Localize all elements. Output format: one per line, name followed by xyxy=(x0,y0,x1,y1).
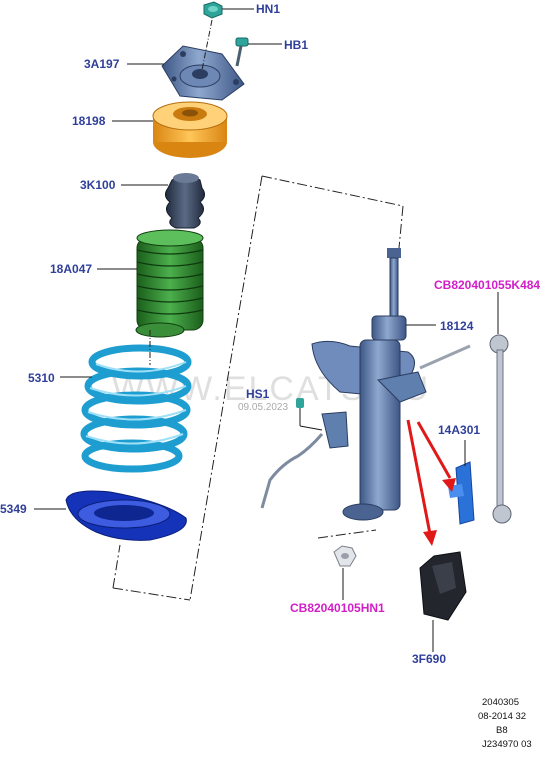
callout-18198: 18198 xyxy=(72,114,106,128)
top-mount-3a197-icon xyxy=(161,45,245,101)
dust-boot-18a047-icon xyxy=(135,229,204,338)
bracket-14a301-icon xyxy=(448,461,475,525)
callout-3f690: 3F690 xyxy=(412,652,446,666)
sensor-bracket-3f690-icon xyxy=(419,551,467,621)
strut-18124-icon xyxy=(311,248,427,521)
callout-5310: 5310 xyxy=(28,371,55,385)
assembly-outline xyxy=(112,175,404,601)
watermark-date: 09.05.2023 xyxy=(238,402,288,413)
callout-18a047: 18A047 xyxy=(50,262,92,276)
footer-line-4: J234970 03 xyxy=(482,739,532,750)
callout-hn1: HN1 xyxy=(256,2,280,16)
footer-line-2: 08-2014 32 xyxy=(478,711,526,722)
callout-hs1: HS1 xyxy=(246,387,270,401)
bump-stop-3k100-icon xyxy=(164,173,206,229)
callout-3k100: 3K100 xyxy=(80,178,116,192)
screw-hs1-icon xyxy=(296,398,304,408)
arrow-to-bracket-icon xyxy=(416,421,456,492)
callout-cb820401055k484: CB820401055K484 xyxy=(434,278,540,292)
bolt-hb1-icon xyxy=(235,37,249,67)
footer-line-1: 2040305 xyxy=(482,697,519,708)
nut-hn1-icon xyxy=(203,1,223,19)
callout-14a301: 14A301 xyxy=(438,423,480,437)
spring-seat-18198-icon xyxy=(152,101,228,158)
nut-cb82040105hn1-icon xyxy=(333,545,357,567)
callout-3a197: 3A197 xyxy=(84,57,120,71)
callout-5349: 5349 xyxy=(0,502,27,516)
callout-hb1: HB1 xyxy=(284,38,308,52)
callout-cb82040105hn1: CB82040105HN1 xyxy=(290,601,385,615)
footer-line-3: B8 xyxy=(496,725,508,736)
callout-18124: 18124 xyxy=(440,319,474,333)
stabilizer-link-icon xyxy=(419,334,512,524)
brake-hose-icon xyxy=(260,433,324,509)
arrow-to-sensor-icon xyxy=(406,419,437,546)
lower-seat-5349-icon xyxy=(65,490,187,541)
